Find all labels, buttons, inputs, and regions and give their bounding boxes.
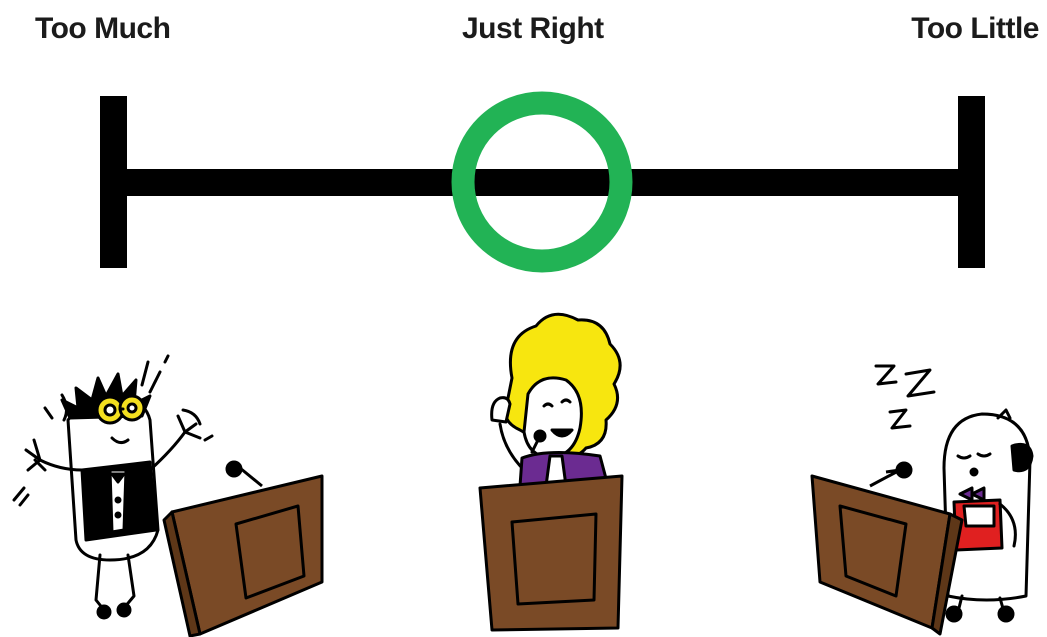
too-little-label: Too Little bbox=[911, 12, 1039, 45]
scale-line bbox=[100, 169, 985, 196]
scale-right-end bbox=[958, 96, 985, 268]
scale-bar bbox=[100, 96, 985, 268]
scale-left-end bbox=[100, 96, 127, 268]
right-podium bbox=[810, 461, 964, 636]
just-right-marker bbox=[451, 91, 633, 273]
sleepy-speaker-icon bbox=[942, 408, 1034, 623]
zzz-icon bbox=[874, 364, 936, 430]
frantic-speaker-icon bbox=[12, 354, 214, 620]
left-podium bbox=[162, 460, 324, 637]
confident-speaker-icon bbox=[490, 312, 622, 488]
just-right-label: Just Right bbox=[462, 12, 604, 45]
center-podium bbox=[478, 474, 624, 632]
too-much-label: Too Much bbox=[35, 12, 171, 45]
